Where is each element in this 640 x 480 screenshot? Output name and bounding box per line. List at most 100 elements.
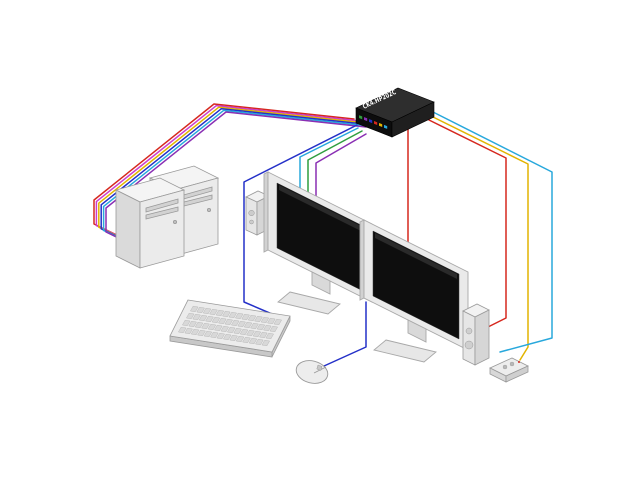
keyboard-key <box>255 338 264 346</box>
keyboard-key <box>263 324 272 332</box>
keyboard-key <box>223 333 232 341</box>
keyboard-key <box>228 311 237 319</box>
mouse-body <box>295 360 329 384</box>
keyboard-key <box>243 321 253 329</box>
remote-switch-led <box>518 361 520 363</box>
computer-1-side <box>115 189 141 269</box>
speaker-right <box>462 303 490 366</box>
keyboard-key <box>261 339 270 347</box>
keyboard-cable <box>243 124 358 315</box>
computer-1 <box>114 177 186 269</box>
speaker-right-cone <box>464 340 474 350</box>
speaker-right-front <box>462 310 476 366</box>
audio-cable-cyan <box>432 111 553 353</box>
keyboard-key <box>252 330 262 338</box>
monitor-1-edge <box>263 171 269 253</box>
kvm-switch: CK4.HP202C <box>355 87 435 138</box>
mouse-scroll-wheel <box>316 364 323 371</box>
monitor-1-stand-neck <box>311 271 331 295</box>
keyboard-key <box>256 323 266 331</box>
keyboard-key <box>209 308 218 316</box>
keyboard-key <box>190 328 200 336</box>
keyboard-key <box>182 319 191 327</box>
monitor-2-edge <box>359 219 365 301</box>
keyboard <box>169 299 291 358</box>
keyboard-key <box>207 323 217 331</box>
keyboard-key <box>273 318 282 326</box>
keyboard-key <box>248 337 258 345</box>
monitor-2-stand-base <box>373 339 437 363</box>
keyboard-key <box>202 307 212 315</box>
keyboard-key <box>259 331 268 339</box>
speaker-left-cone <box>249 219 254 225</box>
keyboard-key <box>242 336 251 344</box>
keyboard-key <box>178 326 187 334</box>
remote-switch-button <box>502 364 508 370</box>
keyboard-key <box>269 325 278 333</box>
monitor-2-screen-glare <box>375 233 457 279</box>
monitor-2-stand-neck <box>407 319 427 343</box>
keyboard-key <box>237 320 246 328</box>
keyboard-key <box>239 328 249 336</box>
keyboard-key <box>265 332 274 340</box>
keyboard-key <box>241 313 250 321</box>
keyboard-key <box>246 329 255 337</box>
monitor-2 <box>359 219 469 363</box>
kvm-switch-side <box>391 101 435 138</box>
keyboard-key <box>224 318 233 326</box>
keyboard-key <box>203 330 213 338</box>
monitor-2-screen <box>372 230 460 340</box>
keyboard-key <box>235 335 245 343</box>
kvm-port-yellow <box>379 123 383 127</box>
keyboard-key <box>196 306 205 314</box>
kvm-port-cyan <box>384 124 388 129</box>
kvm-switch-ports <box>359 115 388 129</box>
kvm-port-red <box>374 121 378 125</box>
monitor-1-stand-base <box>277 291 341 315</box>
keyboard-key <box>215 309 225 317</box>
keyboard-key <box>216 332 225 340</box>
keyboard-key <box>211 316 221 324</box>
keyboard-key <box>254 315 263 323</box>
speaker-right-cone <box>465 327 473 335</box>
keyboard-key <box>197 329 206 337</box>
keyboard-key <box>229 334 238 342</box>
keyboard-key <box>184 327 193 335</box>
remote-switch <box>489 357 529 383</box>
remote-cable-yellow <box>430 115 529 361</box>
kvm-port-purple <box>364 117 368 122</box>
keyboard-body <box>169 299 291 353</box>
monitor1-cable-cyan <box>299 127 359 201</box>
keyboard-key <box>205 315 214 323</box>
kvm-port-green <box>359 115 363 120</box>
computer-1-power-button <box>172 219 177 224</box>
keyboard-key <box>235 312 244 320</box>
keyboard-key <box>222 310 231 318</box>
keyboard-key <box>260 316 270 324</box>
keyboard-key <box>194 321 204 329</box>
keyboard-key <box>201 322 210 330</box>
computer-2-power-button <box>206 207 211 212</box>
monitor-1 <box>263 171 373 315</box>
kvm-port-blue <box>369 119 373 124</box>
speaker-cable-red <box>428 119 507 328</box>
speaker-left-cone <box>248 209 255 217</box>
keyboard-key <box>267 317 276 325</box>
keyboard-key <box>231 319 240 327</box>
monitor1-cable-green <box>307 130 363 205</box>
monitor-1-screen-glare <box>279 185 361 231</box>
keyboard-key <box>247 314 257 322</box>
keyboard-key <box>192 313 201 321</box>
speaker-right-side <box>474 309 490 366</box>
computer-1-drive-bay <box>145 198 179 213</box>
mouse <box>295 360 329 384</box>
keyboard-key <box>218 317 227 325</box>
keyboard-key <box>186 312 195 320</box>
keyboard-key <box>250 322 259 330</box>
monitor1-cable-purple <box>315 133 367 209</box>
keyboard-keys <box>178 305 282 347</box>
remote-switch-side <box>505 365 529 383</box>
remote-switch-button <box>509 361 515 367</box>
